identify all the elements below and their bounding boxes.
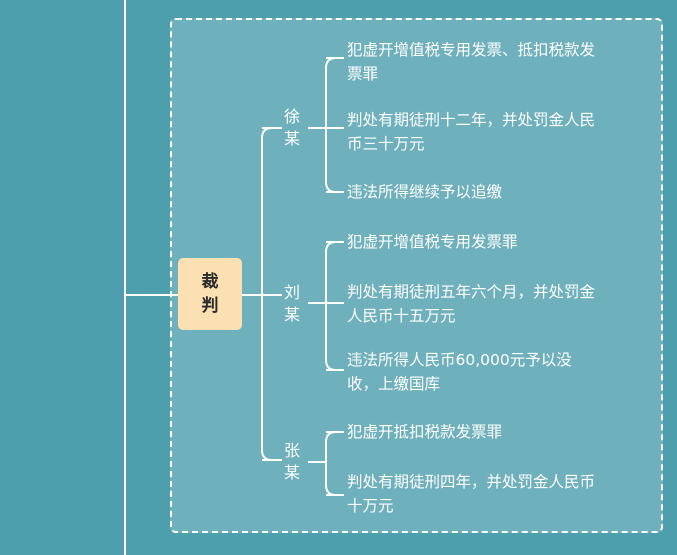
leaf-zhang-2: 判处有期徒刑四年，并处罚金人民币十万元 (347, 473, 596, 515)
leaf-xu-1: 犯虚开增值税专用发票、抵扣税款发票罪 (347, 41, 596, 83)
root-label: 裁判 (201, 272, 219, 316)
branch-xu-bracket (308, 57, 344, 193)
root-to-persons-bracket (242, 127, 282, 461)
leaf-xu-2: 判处有期徒刑十二年，并处罚金人民币三十万元 (347, 111, 596, 153)
root-node: 裁判 (178, 258, 242, 330)
person-node-zhang: 张某 (283, 441, 300, 482)
leaf-liu-1: 犯虚开增值税专用发票罪 (347, 233, 518, 251)
leaf-liu-3: 违法所得人民币60,000元予以没收，上缴国库 (347, 351, 572, 393)
person-node-xu: 徐某 (283, 107, 300, 148)
leaf-liu-2: 判处有期徒刑五年六个月，并处罚金人民币十五万元 (347, 283, 596, 325)
leaf-zhang-1: 犯虚开抵扣税款发票罪 (347, 423, 503, 441)
branch-zhang-bracket (308, 431, 344, 496)
person-node-liu: 刘某 (283, 283, 300, 324)
leaf-xu-3: 违法所得继续予以追缴 (347, 183, 503, 201)
branch-liu-bracket (308, 241, 344, 371)
dashed-frame (170, 18, 663, 533)
